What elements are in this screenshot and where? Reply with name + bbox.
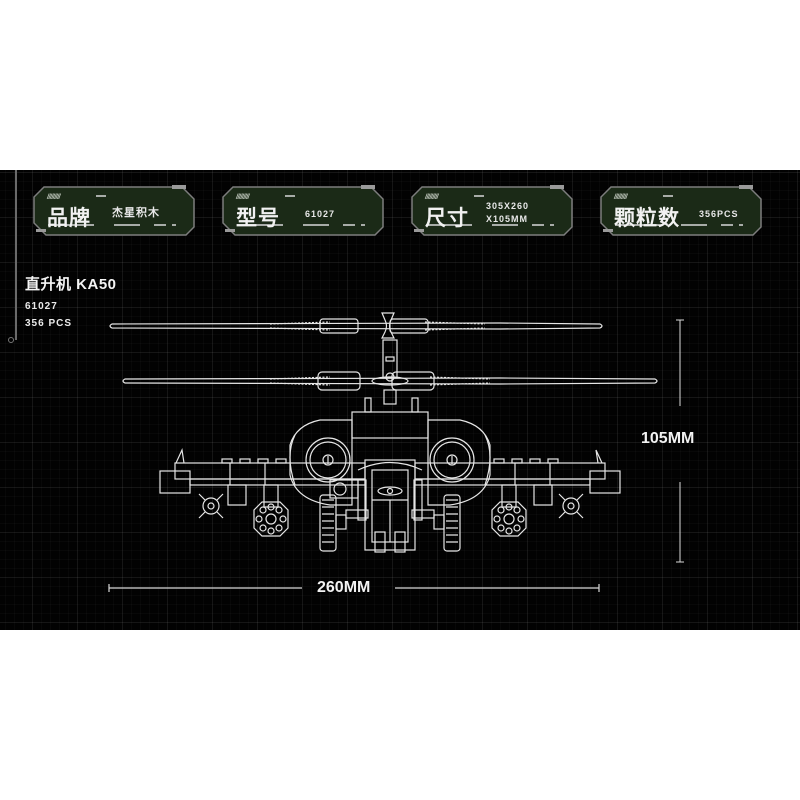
spec-panel-size: ///////// 尺寸 305X260 X105MM <box>408 183 576 237</box>
rail-end-dot <box>8 337 14 343</box>
lower-rotor-icon <box>122 371 658 391</box>
fuselage-nose <box>364 459 416 551</box>
left-engine-icon <box>289 419 353 506</box>
slash-marks-icon: ///////// <box>614 194 628 201</box>
width-dimension-label: 260MM <box>317 579 371 596</box>
product-piece-count: 356 PCS <box>25 318 73 329</box>
panel-label: 尺寸 <box>425 207 469 230</box>
panel-value-line-1: 305X260 <box>486 201 530 211</box>
helicopter-line-drawing <box>108 312 684 592</box>
panel-label: 品牌 <box>47 207 91 230</box>
spec-panel-piece-count: ///////// 颗粒数 356PCS <box>597 183 765 237</box>
width-dimension-line <box>108 584 600 592</box>
right-stub-wing <box>414 449 621 494</box>
upper-rotor-icon <box>109 312 603 339</box>
product-model-number: 61027 <box>25 301 58 312</box>
blueprint-stage: ///////// 品牌 杰星积木 ///////// 型号 61027 <box>0 170 800 630</box>
panel-value-line-2: X105MM <box>486 214 529 224</box>
left-rocket-pod-icon <box>253 501 289 537</box>
left-missile-icon <box>198 493 224 519</box>
height-dimension-line <box>676 319 684 563</box>
panel-value: 356PCS <box>699 209 739 219</box>
panel-value: 61027 <box>305 209 336 219</box>
height-dimension-label: 105MM <box>641 430 695 447</box>
panel-frame <box>33 185 195 236</box>
right-rocket-pod-icon <box>491 501 527 537</box>
right-engine-icon <box>427 419 491 506</box>
fuselage-top <box>351 411 429 439</box>
spec-panel-brand: ///////// 品牌 杰星积木 <box>30 183 198 237</box>
left-stub-wing <box>159 447 366 494</box>
slash-marks-icon: ///////// <box>425 194 439 201</box>
right-wheel-icon <box>433 494 461 552</box>
panel-frame <box>222 185 384 236</box>
product-title: 直升机 KA50 <box>25 276 117 293</box>
left-rail-line <box>15 170 17 340</box>
right-missile-icon <box>558 493 584 519</box>
spec-panel-model: ///////// 型号 61027 <box>219 183 387 237</box>
slash-marks-icon: ///////// <box>47 194 61 201</box>
slash-marks-icon: ///////// <box>236 194 250 201</box>
panel-frame <box>411 185 573 236</box>
panel-frame <box>600 185 762 236</box>
left-wheel-icon <box>319 494 347 552</box>
panel-value: 杰星积木 <box>112 207 160 219</box>
panel-label: 颗粒数 <box>614 207 680 230</box>
panel-label: 型号 <box>236 207 280 230</box>
